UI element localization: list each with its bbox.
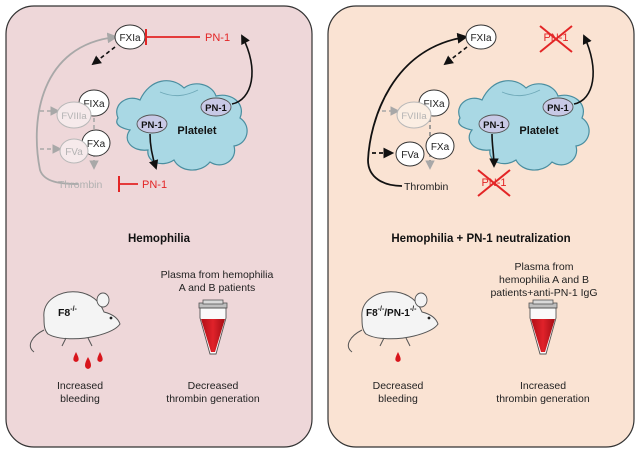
fviiia-node (396, 101, 432, 129)
fxia-label: FXIa (119, 33, 141, 44)
platelet-fold (501, 89, 541, 97)
pn1-bubble-left (478, 114, 510, 134)
fva-label: FVa (401, 150, 419, 161)
blood-drop (395, 352, 401, 362)
cross-icon (539, 25, 573, 53)
panel-hemophilia: FXIa FIXa FVIIIa FXa FVa Thrombin PN-1 P… (5, 5, 313, 448)
fxia-to-fixa-arrow (91, 46, 116, 66)
outcome-thrombin-1: Increased (520, 380, 566, 392)
thrombin-label: Thrombin (404, 181, 449, 193)
platelet-label: Platelet (177, 125, 216, 137)
fixa-label: FIXa (423, 99, 445, 110)
outcome-thrombin-2: thrombin generation (496, 393, 590, 405)
fva-node (59, 138, 89, 164)
fxa-label: FXa (431, 142, 450, 153)
fxia-node (465, 24, 497, 50)
pn1-release-up-arrow (573, 34, 594, 105)
platelet-fold (159, 89, 199, 97)
pn1-bubble-left-label: PN-1 (141, 120, 163, 131)
pn1-bubble-right (200, 97, 232, 117)
mouse-illustration (29, 291, 121, 353)
plasma-line-3: patients+anti-PN-1 IgG (490, 287, 597, 299)
cross-icon (477, 169, 511, 197)
pn1-bubble-left (136, 114, 168, 134)
pn1-release-up-arrow (231, 34, 253, 105)
mouse-illustration (347, 291, 439, 353)
fviiia-node (56, 101, 92, 129)
outcome-thrombin-2: thrombin generation (166, 393, 260, 405)
fxa-node (425, 132, 455, 160)
fviiia-label: FVIIIa (61, 111, 87, 122)
panel-title: Hemophilia + PN-1 neutralization (391, 233, 570, 245)
fxia-label: FXIa (470, 33, 492, 44)
blood-drop (73, 352, 79, 362)
plasma-line-2: A and B patients (179, 282, 255, 294)
pn1-release-down-arrow (489, 133, 499, 168)
pn1-bubble-left-label: PN-1 (483, 120, 505, 131)
outcome-bleeding-2: bleeding (60, 393, 100, 405)
blood-drop (85, 357, 91, 369)
fxia-to-fixa-arrow (443, 46, 468, 66)
outcome-bleeding-1: Decreased (373, 380, 424, 392)
panel-left-background (5, 5, 313, 448)
platelet-label: Platelet (519, 125, 558, 137)
fva-node (395, 141, 425, 167)
pn1-inhibitor-bottom: PN-1 (142, 179, 167, 191)
thrombin-label: Thrombin (58, 179, 103, 191)
mouse-genotype: F8-/-/PN-1-/- (366, 306, 417, 319)
plasma-line-1: Plasma from hemophilia (161, 269, 274, 281)
plasma-tube (528, 299, 558, 355)
fva-label: FVa (65, 147, 83, 158)
fixa-label: FIXa (83, 99, 105, 110)
outcome-thrombin-1: Decreased (188, 380, 239, 392)
mouse-genotype: F8-/- (58, 306, 78, 319)
feedback-arrow (35, 32, 119, 185)
outcome-bleeding-1: Increased (57, 380, 103, 392)
fxa-label: FXa (87, 139, 106, 150)
outcome-bleeding-2: bleeding (378, 393, 418, 405)
panel-title: Hemophilia (128, 233, 191, 245)
panel-pn1-neutralization: FXIa FIXa FVIIIa FXa FVa Thrombin PN-1 P… (327, 5, 635, 448)
plasma-tube (198, 299, 228, 355)
plasma-line-2: hemophilia A and B (499, 274, 589, 286)
pn1-release-down-arrow (149, 133, 159, 170)
pn1-bubble-right (542, 97, 574, 117)
fviiia-label: FVIIIa (401, 111, 427, 122)
pn1-inhibitor-top: PN-1 (205, 32, 230, 44)
feedback-arrow (367, 32, 469, 187)
blood-drop (97, 352, 103, 362)
plasma-line-1: Plasma from (515, 261, 574, 273)
pn1-bubble-right-label: PN-1 (205, 103, 227, 114)
pn1-bubble-right-label: PN-1 (547, 103, 569, 114)
